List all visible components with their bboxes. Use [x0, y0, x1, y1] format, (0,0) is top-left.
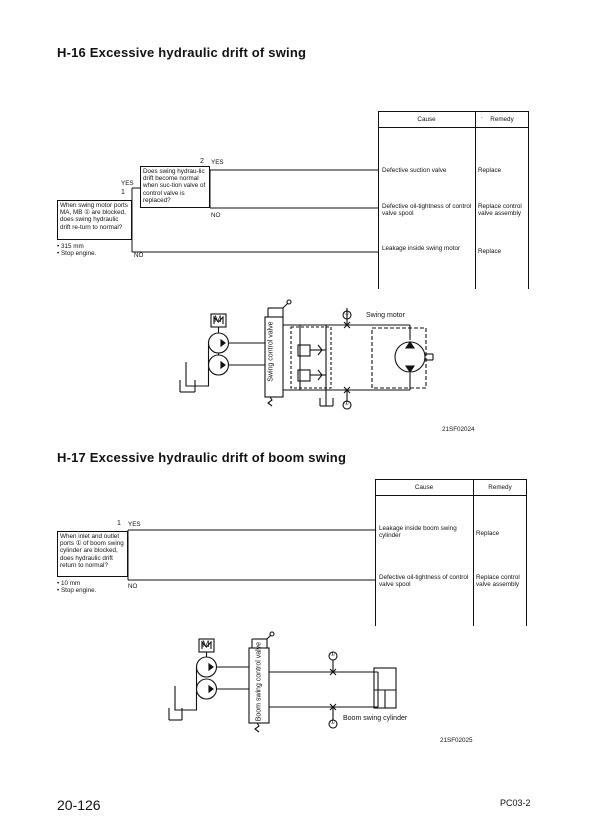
h16-q1-box: When swing motor ports MA, MB ① are bloc…	[57, 200, 132, 240]
h17-row2-remedy: Replace control valve assembly	[476, 574, 520, 589]
h16-q2-yes: YES	[211, 159, 224, 166]
h16-row2-cause: Defective oil-tightness of control valve…	[382, 203, 472, 218]
h17-valve-label: Boom swing control valve	[255, 641, 263, 722]
h17-q1-box: When inlet and outlet ports ① of boom sw…	[57, 531, 128, 577]
h17-cause-header: Cause	[414, 484, 434, 491]
h16-cause-header: Cause	[417, 116, 436, 123]
h17-title: H-17 Excessive hydraulic drift of boom s…	[57, 450, 347, 465]
h16-remedy-dot: .	[481, 113, 483, 120]
h16-row1-remedy: Replace	[478, 167, 502, 174]
h17-q1-number: 1	[117, 520, 121, 527]
page-number: 20-126	[57, 797, 101, 813]
h17-q1-yes: YES	[128, 521, 141, 528]
h17-port-label-bottom: ①	[330, 720, 336, 726]
h17-cause-table: Cause Remedy	[375, 479, 527, 626]
h16-row1-cause: Defective suction valve	[382, 167, 447, 174]
h17-figure-id: 21SF02025	[440, 737, 473, 744]
h16-row3-cause: Leakage inside swing motor	[382, 245, 461, 252]
h17-row2-cause: Defective oil-tightness of control valve…	[379, 574, 469, 589]
h16-q1-no: NO	[134, 252, 144, 259]
h16-cause-table: Cause Remedy .	[378, 111, 529, 289]
h16-figure-id: 21SF02024	[442, 426, 475, 433]
h17-q1-note-1: • 10 mm	[57, 580, 81, 587]
h17-motor-label: M	[202, 639, 210, 649]
h17-cylinder-label: Boom swing cylinder	[343, 715, 408, 722]
h16-q2-number: 2	[200, 158, 204, 165]
h16-port-label-top: ①	[344, 311, 350, 317]
h16-q1-note-1: • 315 mm	[57, 243, 84, 250]
h16-row2-remedy: Replace control valve assembly	[478, 203, 522, 218]
h16-swing-motor-label: Swing motor	[366, 312, 405, 319]
h16-q2-no: NO	[211, 212, 221, 219]
h16-title: H-16 Excessive hydraulic drift of swing	[57, 45, 307, 60]
h17-q1-no: NO	[128, 583, 138, 590]
h16-remedy-header: Remedy	[490, 116, 514, 123]
h16-q1-yes: YES	[121, 180, 134, 187]
h16-port-label-bottom: ①	[344, 401, 350, 407]
h17-row1-remedy: Replace	[476, 530, 500, 537]
h16-q1-note-2: • Stop engine.	[57, 250, 97, 257]
h16-motor-label: M	[214, 314, 222, 324]
h17-row1-cause: Leakage inside boom swing cylinder	[379, 525, 457, 540]
h17-q1-note-2: • Stop engine.	[57, 587, 97, 594]
h16-q1-number: 1	[121, 189, 125, 196]
h17-port-label-top: ①	[330, 652, 336, 658]
h17-remedy-header: Remedy	[488, 484, 512, 491]
h16-row3-remedy: Replace	[478, 248, 502, 255]
model-code: PC03-2	[500, 798, 531, 808]
